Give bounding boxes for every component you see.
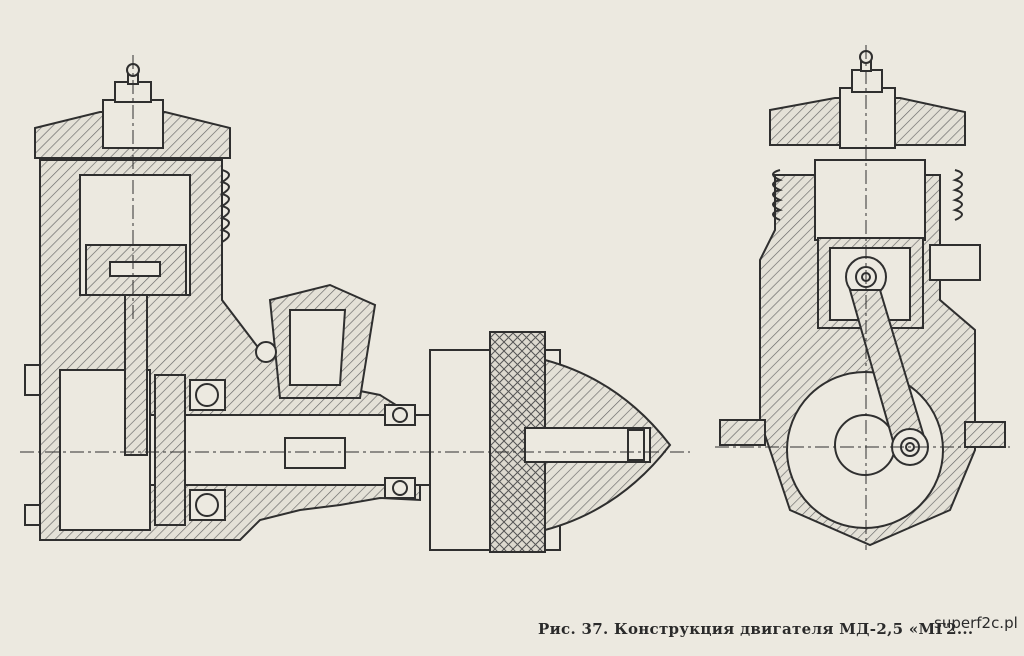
front-mount-lug-right: [964, 421, 1006, 448]
main-bearings: [189, 379, 416, 521]
watermark: superf2c.pl: [934, 614, 1018, 632]
crank-web: [154, 374, 186, 526]
front-glow-plug: [839, 50, 896, 149]
front-section-view: [715, 45, 1010, 550]
figure-caption: Рис. 37. Конструкция двигателя МД-2,5 «М…: [538, 620, 974, 638]
cooling-fins: [219, 169, 230, 243]
front-cooling-fins: [772, 169, 783, 221]
front-bore: [814, 159, 926, 241]
mount-lug-left: [24, 364, 41, 396]
exhaust-port: [929, 244, 981, 281]
side-section-view: [20, 55, 690, 553]
front-mount-lug-left: [719, 419, 766, 446]
connecting-rod: [124, 294, 148, 456]
